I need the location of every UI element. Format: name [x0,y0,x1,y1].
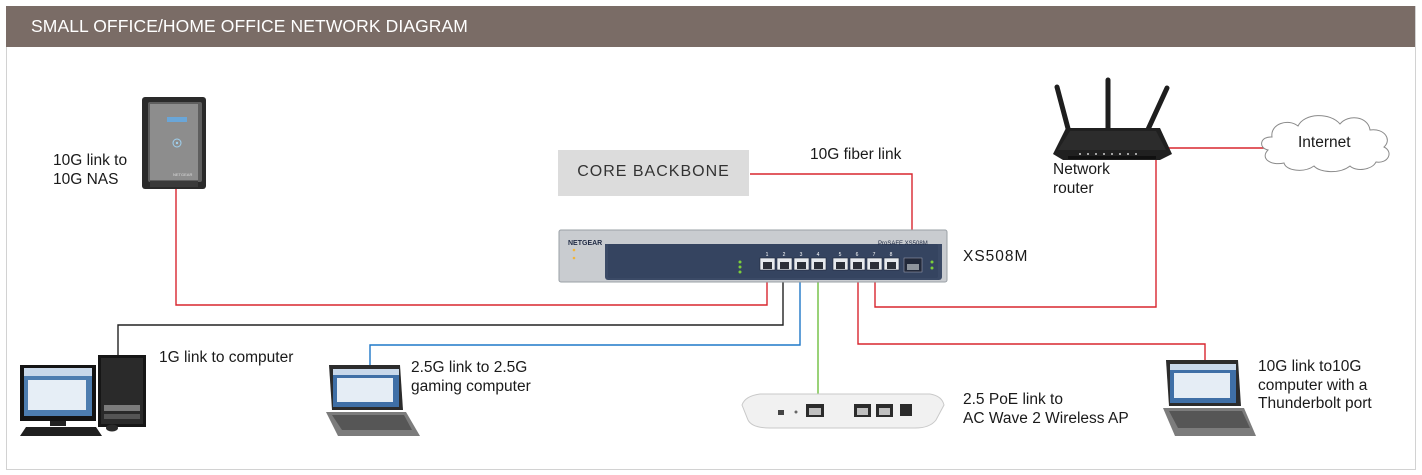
switch-port-number: 6 [856,252,859,258]
switch-series: ProSAFE XS508M [878,241,928,247]
switch-port-number: 1 [766,252,769,258]
link-25g-gaming [369,270,801,365]
switch-port-number: 3 [800,252,803,258]
internet-label: Internet [1298,134,1351,151]
internet-cloud [1261,115,1390,173]
wireless-ap [741,393,945,429]
computer-1g-label: 1G link to computer [159,349,294,366]
router-label: Network router [1053,161,1110,197]
link-10g-computer [857,270,1206,360]
switch-port-number: 4 [817,252,820,258]
link-router [874,160,1157,308]
gaming-25g-label: 2.5G link to 2.5G gaming computer [411,359,531,395]
switch-device [558,229,948,283]
link-nas [175,188,768,306]
poe-ap-label: 2.5 PoE link to AC Wave 2 Wireless AP [963,391,1129,427]
switch-brand: NETGEAR [568,240,603,247]
gaming-laptop [326,365,420,436]
computer-10g-label: 10G link to10G computer with a Thunderbo… [1258,358,1372,412]
fiber-link-label: 10G fiber link [810,146,902,163]
router-device [1053,77,1172,160]
core-backbone-box: CORE BACKBONE [558,150,749,196]
diagram-title: SMALL OFFICE/HOME OFFICE NETWORK DIAGRAM [31,16,468,36]
thunderbolt-laptop [1163,360,1256,436]
desktop-computer [20,355,146,436]
nas-link-label: 10G link to 10G NAS [53,152,128,188]
switch-port-number: 2 [783,252,786,258]
switch-port-number: 7 [873,252,876,258]
switch-model-label: XS508M [963,248,1029,265]
nas-brand: NETGEAR [173,172,193,177]
core-backbone-label: CORE BACKBONE [577,163,730,180]
header-bar: SMALL OFFICE/HOME OFFICE NETWORK DIAGRAM [6,6,1415,47]
link-1g-computer [117,270,784,357]
switch-port-number: 8 [890,252,893,258]
switch-port-number: 5 [839,252,842,258]
nas-device [142,97,206,189]
